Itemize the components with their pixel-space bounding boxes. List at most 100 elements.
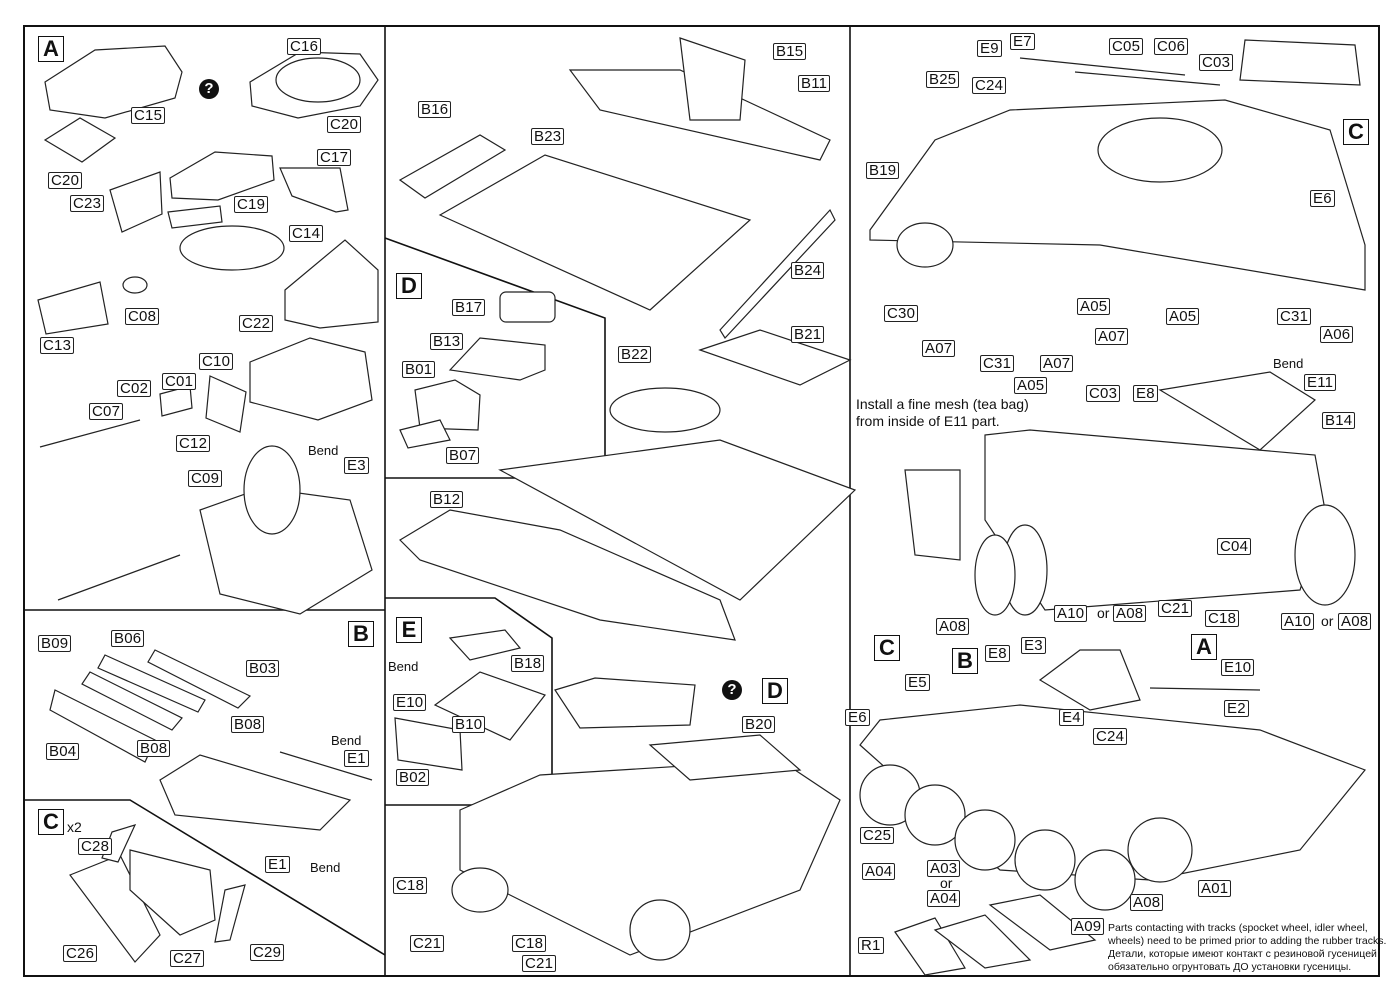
part-label: E2 (1224, 700, 1249, 717)
part-label: C26 (63, 945, 98, 962)
part-label: C08 (125, 308, 160, 325)
part-label: B13 (430, 333, 464, 350)
part-label: B21 (791, 326, 825, 343)
part-label: C19 (234, 196, 269, 213)
step-marker-b-final: B (952, 648, 978, 674)
part-label: E10 (1221, 659, 1255, 676)
part-label: E11 (1304, 374, 1337, 391)
part-label: B12 (430, 491, 464, 508)
part-label: B17 (452, 299, 486, 316)
part-label: A07 (922, 340, 956, 357)
part-label: A05 (1166, 308, 1200, 325)
part-label: R1 (858, 937, 884, 954)
part-label: C01 (162, 373, 197, 390)
part-label: E5 (905, 674, 930, 691)
part-label: C21 (410, 935, 445, 952)
part-label: E1 (344, 750, 369, 767)
part-label: A08 (1113, 605, 1147, 622)
part-label: C18 (393, 877, 428, 894)
part-label: A08 (936, 618, 970, 635)
part-label: C31 (980, 355, 1015, 372)
part-label: B20 (742, 716, 776, 733)
part-label: A04 (927, 890, 961, 907)
part-label: C20 (48, 172, 83, 189)
question-mark-icon: ? (722, 680, 742, 700)
part-label: C10 (199, 353, 234, 370)
bend-instruction: Bend (310, 860, 341, 875)
part-label: E8 (1133, 385, 1158, 402)
step-marker-c-main: C (1343, 119, 1369, 145)
part-label: A07 (1040, 355, 1074, 372)
instruction-sheet (23, 25, 1380, 977)
part-label: B11 (798, 75, 831, 92)
part-label: A01 (1198, 880, 1232, 897)
part-label: C13 (40, 337, 75, 354)
step-marker-e: E (396, 617, 422, 643)
part-label: E1 (265, 856, 290, 873)
part-label: C21 (522, 955, 557, 972)
part-label: C15 (131, 107, 166, 124)
part-label: C14 (289, 225, 324, 242)
track-priming-note-en: wheels) need to be primed prior to addin… (1108, 935, 1387, 947)
part-label: E9 (977, 40, 1002, 57)
part-label: E8 (985, 645, 1010, 662)
or-text: or (940, 875, 953, 891)
part-label: A09 (1071, 918, 1105, 935)
part-label: A05 (1077, 298, 1111, 315)
part-label: A04 (862, 863, 896, 880)
part-label: B01 (402, 361, 436, 378)
part-label: B23 (531, 128, 565, 145)
track-priming-note-ru: обязательно огрунтовать ДО установки гус… (1108, 961, 1352, 973)
part-label: A05 (1014, 377, 1048, 394)
step-marker-c: C (38, 809, 64, 835)
part-label: C03 (1086, 385, 1121, 402)
bend-instruction: Bend (388, 659, 419, 674)
part-label: C25 (860, 827, 895, 844)
part-label: C30 (884, 305, 919, 322)
quantity-multiplier: x2 (67, 819, 82, 835)
part-label: B09 (38, 635, 72, 652)
part-label: C21 (1158, 600, 1193, 617)
part-label: C05 (1109, 38, 1144, 55)
part-label: A10 (1054, 605, 1088, 622)
part-label: A08 (1338, 613, 1372, 630)
part-label: C18 (1205, 610, 1240, 627)
bend-instruction: Bend (308, 443, 339, 458)
step-marker-d: D (396, 273, 422, 299)
part-label: B15 (773, 43, 807, 60)
part-label: C24 (972, 77, 1007, 94)
or-text: or (1097, 605, 1110, 621)
part-label: B02 (396, 769, 430, 786)
part-label: A10 (1281, 613, 1315, 630)
step-marker-c-final: C (874, 635, 900, 661)
part-label: C09 (188, 470, 223, 487)
part-label: C27 (170, 950, 205, 967)
part-label: C22 (239, 315, 274, 332)
part-label: B08 (137, 740, 171, 757)
track-priming-note-en: Parts contacting with tracks (spocket wh… (1108, 922, 1368, 934)
part-label: C24 (1093, 728, 1128, 745)
part-label: C17 (317, 149, 352, 166)
part-label: C04 (1217, 538, 1252, 555)
part-label: A07 (1095, 328, 1129, 345)
part-label: B25 (926, 71, 960, 88)
part-label: B08 (231, 716, 265, 733)
part-label: C12 (176, 435, 211, 452)
instruction-text: from inside of E11 part. (856, 413, 1000, 429)
part-label: B14 (1322, 412, 1356, 429)
part-label: B18 (511, 655, 545, 672)
part-label: E6 (1310, 190, 1335, 207)
part-label: E6 (845, 709, 870, 726)
part-label: A08 (1130, 894, 1164, 911)
part-label: B04 (46, 743, 80, 760)
part-label: E7 (1010, 33, 1035, 50)
part-label: B22 (618, 346, 652, 363)
bend-instruction: Bend (331, 733, 362, 748)
part-label: C20 (327, 116, 362, 133)
step-marker-a: A (38, 36, 64, 62)
part-label: C29 (250, 944, 285, 961)
part-label: E4 (1059, 709, 1084, 726)
part-label: C18 (512, 935, 547, 952)
part-label: B03 (246, 660, 280, 677)
part-label: C16 (287, 38, 322, 55)
